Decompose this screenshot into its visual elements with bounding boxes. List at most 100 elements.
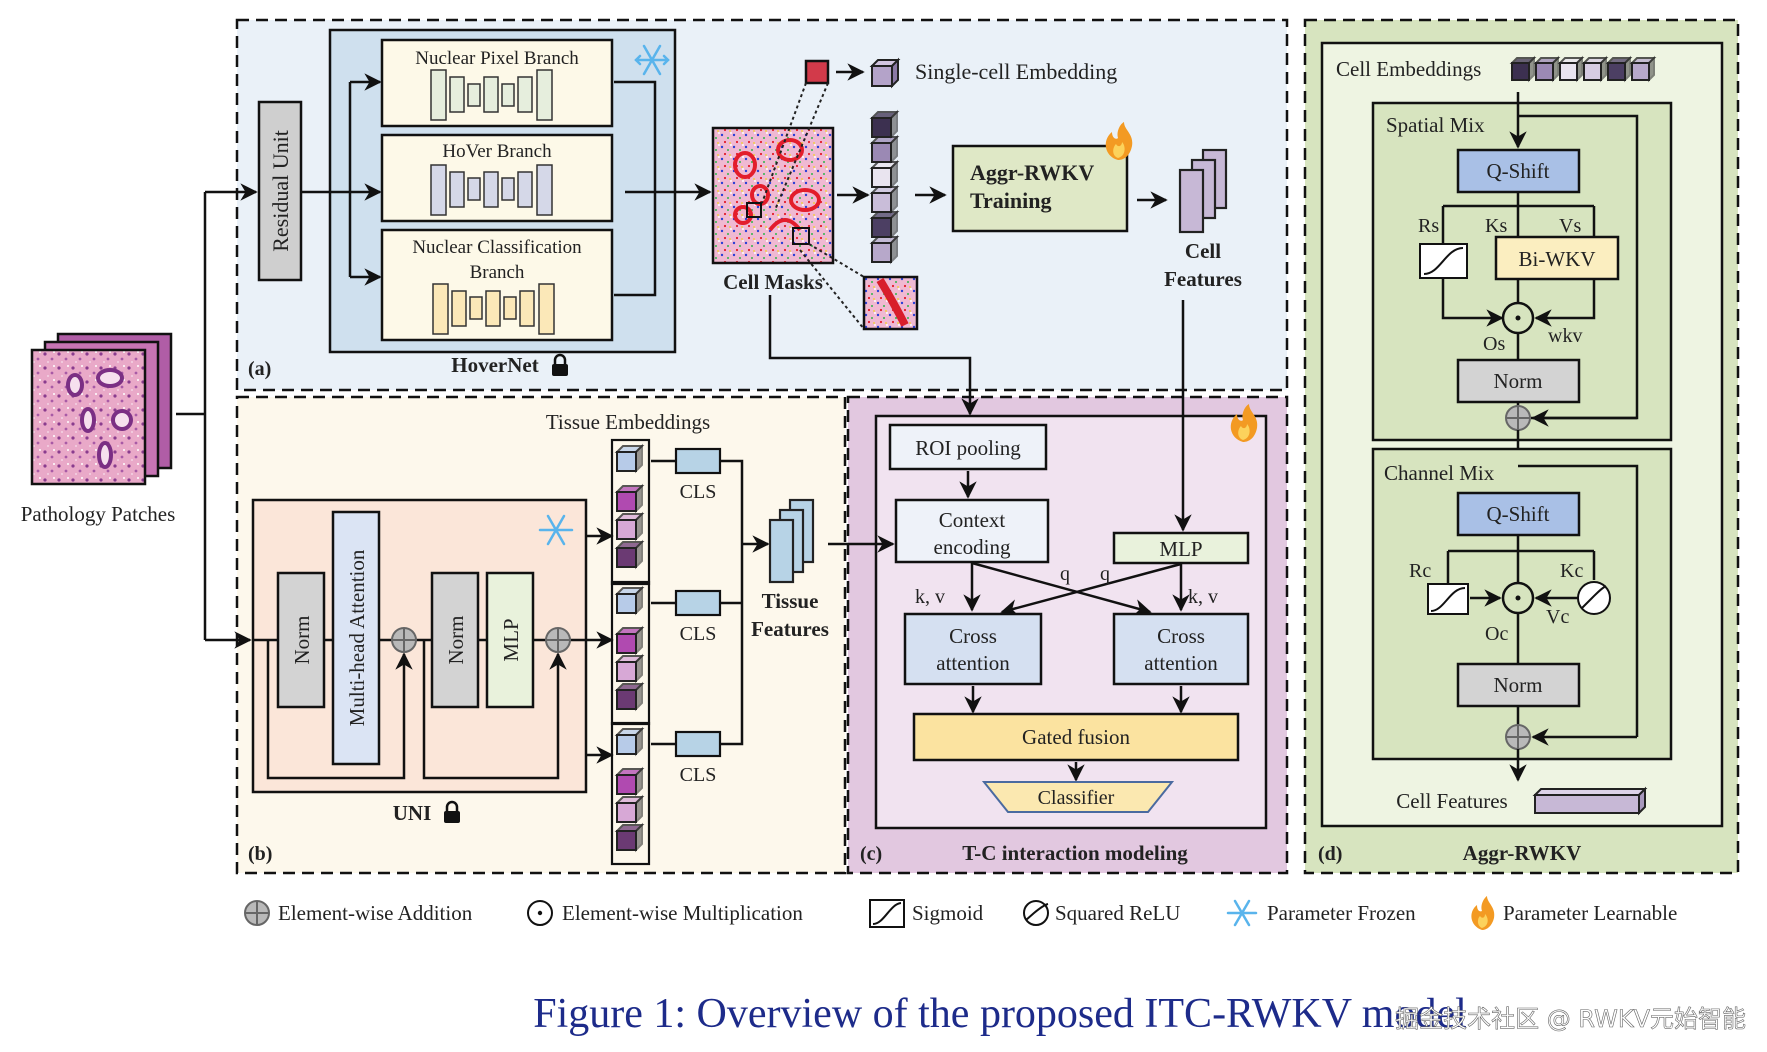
rc-label: Rc [1409, 560, 1431, 582]
norm-channel [1456, 662, 1581, 708]
nuclear-classification-branch-label: Nuclear Classification [412, 237, 582, 258]
cell-features-label-1: Cell [1185, 239, 1221, 263]
unet-shape-1 [430, 69, 553, 121]
cell-masks-image [711, 126, 835, 265]
classifier-label: Classifier [1038, 787, 1115, 809]
tissue-embedding-columns [610, 438, 651, 866]
panel-c-title: T-C interaction modeling [962, 841, 1188, 865]
cell-embedding-cube [869, 159, 900, 190]
element-wise-addition-icon [545, 627, 571, 653]
norm-channel-label: Norm [1494, 673, 1543, 697]
cross-attention-left-label-2: attention [936, 651, 1010, 675]
single-cell-crop [804, 59, 830, 85]
cell-embedding-cube [869, 234, 900, 265]
kc-label: Kc [1560, 560, 1583, 582]
tissue-embedding-cube [614, 539, 645, 570]
hover-branch-label: HoVer Branch [442, 141, 552, 162]
context-encoding-block [894, 498, 1050, 564]
element-wise-addition-icon [391, 627, 417, 653]
oc-label: Oc [1485, 623, 1508, 645]
cell-embedding-cube [869, 209, 900, 240]
q-label-2: q [1100, 563, 1110, 585]
cell-embedding-cube [869, 134, 900, 165]
panel-c: (c) T-C interaction modeling ROI pooling… [768, 295, 1289, 875]
cls-token-3 [674, 730, 722, 758]
single-cell-embedding-cube [869, 57, 901, 89]
cls-token-2 [674, 589, 722, 617]
panel-d-title: Aggr-RWKV [1463, 841, 1582, 865]
tissue-embedding-column [610, 438, 651, 586]
cross-attention-left-label-1: Cross [949, 624, 997, 648]
cell-embedding-cube [869, 109, 900, 140]
legend-sigmoid-label: Sigmoid [912, 901, 984, 925]
multi-head-attention-block [331, 510, 381, 766]
squared-relu-icon [1023, 900, 1049, 926]
element-wise-multiplication-icon [527, 900, 553, 926]
channel-mix-label: Channel Mix [1384, 461, 1495, 485]
uni-norm-2-label: Norm [444, 616, 468, 665]
tissue-embedding-cube [614, 766, 645, 797]
tissue-embedding-cube [614, 585, 645, 616]
panel-a-tag: (a) [248, 358, 271, 380]
cell-embedding-cube [1533, 55, 1561, 83]
tissue-embedding-cube [614, 726, 645, 757]
q-shift-channel-label: Q-Shift [1487, 502, 1550, 526]
spatial-mix-label: Spatial Mix [1386, 113, 1485, 137]
lock-icon [552, 353, 568, 376]
squared-relu-icon [1577, 581, 1611, 615]
unet-shape-2 [430, 164, 553, 216]
panel-c-mlp-label: MLP [1159, 537, 1202, 561]
element-wise-multiplication-icon [1501, 301, 1535, 335]
kv-label-1: k, v [915, 586, 945, 608]
watermark: 掘金技术社区 @ RWKV元始智能 [1395, 1005, 1746, 1033]
panel-d-cell-features-label: Cell Features [1396, 789, 1507, 813]
cell-features-label-2: Features [1164, 267, 1242, 291]
single-cell-embedding-label: Single-cell Embedding [915, 59, 1117, 84]
bi-wkv-block [1494, 235, 1620, 281]
cross-attention-left [903, 612, 1043, 686]
sigmoid-icon [869, 899, 905, 928]
element-wise-addition-icon [1505, 405, 1531, 431]
multi-head-attention-label: Multi-head Attention [345, 549, 369, 726]
cell-embeddings-label: Cell Embeddings [1336, 57, 1481, 81]
tissue-features-stack [768, 498, 815, 584]
sigmoid-icon [1427, 583, 1469, 615]
snowflake-icon [634, 44, 670, 76]
uni-label: UNI [393, 801, 432, 825]
residual-unit-block [257, 100, 303, 282]
gated-fusion-block [912, 712, 1240, 762]
cell-embedding-cube [1629, 55, 1657, 83]
tissue-features-label-2: Features [751, 617, 829, 641]
tissue-embedding-cube [614, 822, 645, 853]
legend-multiplication-label: Element-wise Multiplication [562, 901, 803, 925]
unet-shape-3 [432, 283, 555, 335]
snowflake-icon [538, 514, 574, 546]
pathology-patches-label: Pathology Patches [21, 502, 176, 526]
cls-label-3: CLS [680, 764, 717, 786]
nuclear-classification-branch-label-2: Branch [470, 262, 525, 283]
aggr-rwkv-training-title: Aggr-RWKV [970, 160, 1094, 185]
cell-embedding-cube [1509, 55, 1537, 83]
tissue-embedding-cube [614, 794, 645, 825]
tissue-embedding-cube [614, 625, 645, 656]
uni-mlp-label: MLP [499, 618, 523, 661]
cell-embedding-stack [869, 109, 900, 265]
q-label-1: q [1060, 563, 1070, 585]
flame-icon [1105, 122, 1133, 160]
cell-embedding-cube [1557, 55, 1585, 83]
uni-norm-1 [276, 571, 326, 709]
hovernet-label: HoverNet [451, 353, 538, 377]
q-shift-spatial-label: Q-Shift [1487, 159, 1550, 183]
panel-b-tag: (b) [248, 843, 272, 865]
figure-caption: Figure 1: Overview of the proposed ITC-R… [533, 991, 1467, 1037]
cross-attention-right-label-1: Cross [1157, 624, 1205, 648]
gated-fusion-label: Gated fusion [1022, 725, 1130, 749]
ks-label: Ks [1485, 215, 1507, 237]
cls-token-1 [674, 447, 722, 475]
os-label: Os [1483, 333, 1505, 355]
nuclear-pixel-branch-label: Nuclear Pixel Branch [415, 48, 579, 69]
panel-b: (b) Tissue Embeddings Norm Multi-head At… [235, 395, 847, 875]
kv-label-2: k, v [1188, 586, 1218, 608]
element-wise-multiplication-icon [1501, 581, 1535, 615]
wkv-label: wkv [1548, 325, 1582, 347]
